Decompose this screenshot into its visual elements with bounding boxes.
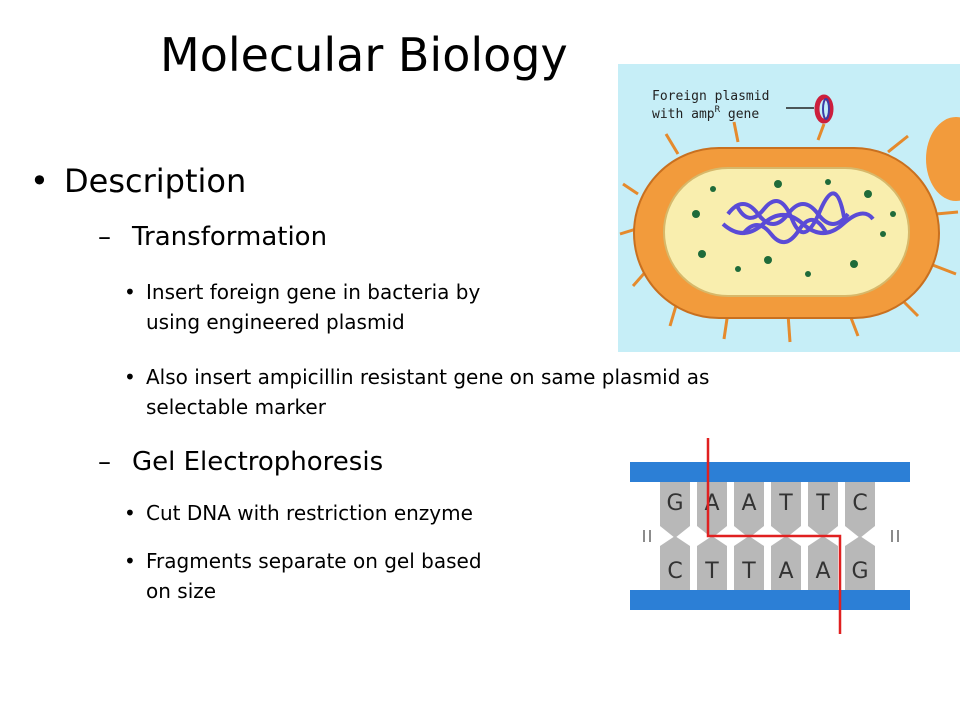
dash-marker: –: [98, 222, 111, 252]
item-text: Cut DNA with restriction enzyme: [146, 501, 473, 525]
chromosomal-dna: [721, 191, 875, 244]
bottom-base: T: [734, 536, 764, 590]
bottom-base-letter: A: [815, 559, 830, 584]
slide-title: Molecular Biology: [160, 28, 568, 82]
bottom-base-letter: T: [741, 559, 756, 584]
top-base-letter: A: [704, 491, 719, 516]
bottom-base: C: [660, 536, 690, 590]
item-fragments-separate: • Fragments separate on gel based on siz…: [124, 546, 482, 606]
bottom-base-letter: C: [667, 559, 682, 584]
hydrogen-bonds: [643, 530, 899, 542]
top-base: T: [808, 482, 838, 538]
subheading-text: Transformation: [132, 222, 328, 252]
bacteria-plasmid-illustration: Foreign plasmid with ampR gene: [618, 64, 960, 352]
item-ampicillin-resistant: • Also insert ampicillin resistant gene …: [124, 362, 709, 422]
top-base: T: [771, 482, 801, 538]
item-text: Insert foreign gene in bacteria by using…: [146, 280, 481, 334]
bullet-dot: •: [124, 365, 136, 389]
ribosomes: [692, 179, 896, 277]
item-text: Fragments separate on gel based on size: [146, 549, 482, 603]
plasmid-label-line2: with ampR gene: [652, 105, 759, 122]
bottom-backbone: [630, 590, 910, 610]
cut-line: [706, 438, 842, 634]
bottom-base: G: [845, 536, 875, 590]
bullet-description: • Description: [30, 162, 246, 200]
top-base-letter: A: [741, 491, 756, 516]
top-base: A: [697, 482, 727, 538]
bullet-dot: •: [30, 162, 49, 200]
bottom-base-letter: G: [851, 559, 868, 584]
adjacent-cell: [926, 117, 960, 201]
dash-marker: –: [98, 447, 111, 477]
bottom-base: T: [697, 536, 727, 590]
top-base-letter: G: [666, 491, 683, 516]
item-insert-foreign-gene: • Insert foreign gene in bacteria by usi…: [124, 277, 480, 337]
top-base: G: [660, 482, 690, 538]
subheading-text: Gel Electrophoresis: [132, 447, 384, 477]
item-text: Also insert ampicillin resistant gene on…: [146, 365, 710, 419]
bottom-base-letter: T: [704, 559, 719, 584]
bullet-dot: •: [124, 501, 136, 525]
top-base-letter: T: [815, 491, 830, 516]
bottom-base-letter: A: [778, 559, 793, 584]
plasmid-icon: [814, 94, 834, 124]
top-backbone: [630, 462, 910, 482]
top-base-letter: C: [852, 491, 867, 516]
subheading-gel-electrophoresis: – Gel Electrophoresis: [98, 447, 383, 477]
bottom-base: A: [771, 536, 801, 590]
top-base: A: [734, 482, 764, 538]
subheading-transformation: – Transformation: [98, 222, 327, 252]
bullet-dot: •: [124, 280, 136, 304]
item-cut-dna: • Cut DNA with restriction enzyme: [124, 498, 473, 528]
top-base: C: [845, 482, 875, 538]
bullet-text: Description: [64, 162, 247, 200]
bullet-dot: •: [124, 549, 136, 573]
cytoplasm: [663, 167, 910, 297]
plasmid-label-line1: Foreign plasmid: [652, 89, 769, 104]
bottom-base: A: [808, 536, 838, 590]
top-base-letter: T: [778, 491, 793, 516]
